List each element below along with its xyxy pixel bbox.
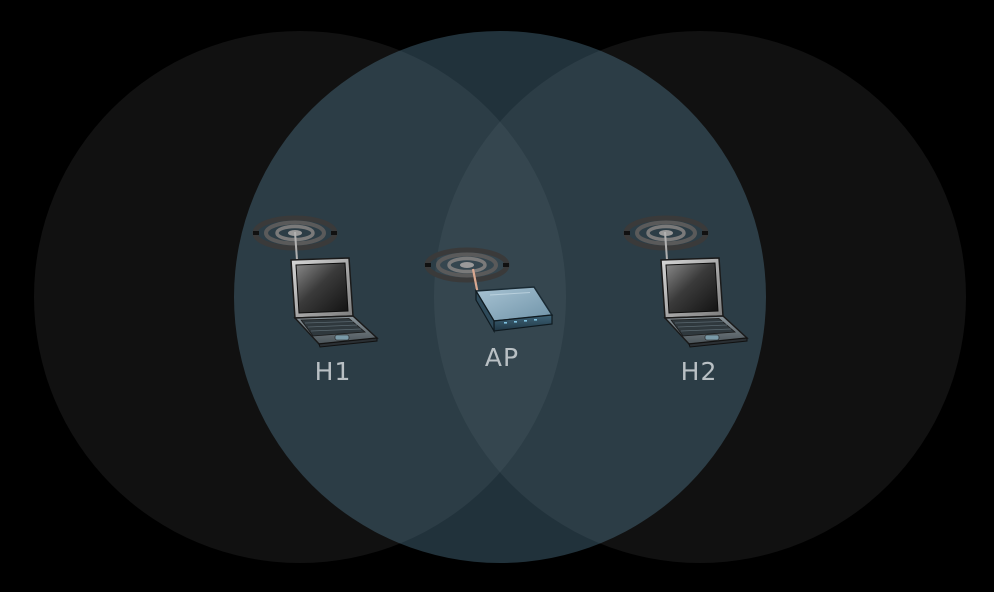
node-label-h1: H1 <box>315 357 352 386</box>
node-h1: H1 <box>253 218 378 386</box>
node-label-h2: H2 <box>681 357 718 386</box>
node-ap: AP <box>425 250 554 372</box>
wireless-signal-icon <box>425 250 509 280</box>
node-label-ap: AP <box>485 343 519 372</box>
node-h2: H2 <box>624 218 748 386</box>
